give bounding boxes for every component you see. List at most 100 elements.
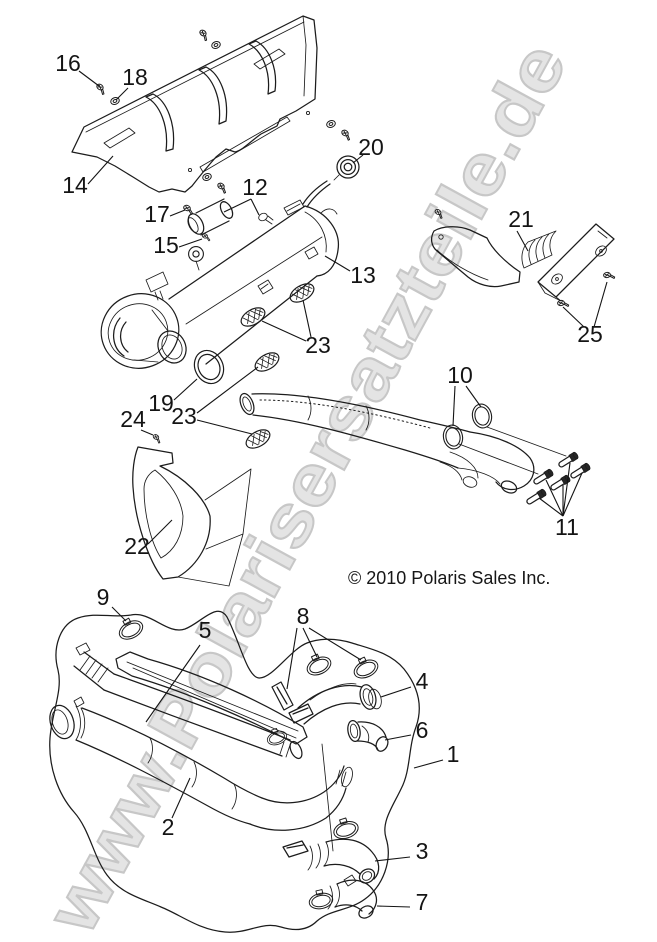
callout-number-14: 14 xyxy=(62,172,88,198)
callout-number-6: 6 xyxy=(416,717,429,743)
outlet-seal-19-icon xyxy=(188,345,230,389)
callout-number-3: 3 xyxy=(416,838,429,864)
callout-leader-17 xyxy=(169,209,186,217)
pipe-clamp-icon xyxy=(306,887,335,912)
callout-number-13: 13 xyxy=(350,262,376,288)
callout-leader-18 xyxy=(115,87,129,101)
callout-leader-20 xyxy=(352,154,364,164)
screw-17-icon xyxy=(181,203,196,216)
callout-leader-9 xyxy=(111,606,127,622)
callout-leader-8 xyxy=(302,627,318,658)
shield-screw-icon xyxy=(215,181,230,195)
callout-leader-25 xyxy=(562,306,585,328)
callout-leader-14 xyxy=(87,155,114,185)
callout-leader-11 xyxy=(562,472,583,517)
callout-number-17: 17 xyxy=(144,201,170,227)
arrestor-cap xyxy=(258,212,268,222)
exhaust-assembly-outline xyxy=(49,610,420,933)
screw-25-icon xyxy=(556,298,570,309)
callout-leader-11 xyxy=(562,462,571,517)
callout-leader-11 xyxy=(538,497,564,517)
screw-25-icon xyxy=(602,270,616,281)
callout-leader-5 xyxy=(145,644,201,723)
flange-bolt-11-icon xyxy=(524,487,548,507)
callout-number-20: 20 xyxy=(358,134,384,160)
oring-10-icon xyxy=(440,422,466,452)
heat-shield-slot xyxy=(103,127,136,149)
clamp-8-icon xyxy=(349,652,382,683)
callout-leader-16 xyxy=(78,70,100,87)
muffler-part xyxy=(100,180,340,369)
callout-leader-23 xyxy=(261,320,307,342)
muffler-top-mount xyxy=(283,199,305,216)
callout-leader-1 xyxy=(413,759,444,769)
muffler-outlet xyxy=(157,330,187,364)
callout-number-5: 5 xyxy=(199,617,212,643)
bolt-15-icon xyxy=(201,232,212,242)
side-shield-part xyxy=(132,446,252,587)
bracket-corrugation xyxy=(521,230,557,269)
assembly-guide-line xyxy=(321,743,334,852)
callout-leader-10 xyxy=(465,385,482,408)
callout-leader-23 xyxy=(302,299,312,338)
callout-number-4: 4 xyxy=(416,668,429,694)
callout-leader-11 xyxy=(545,479,564,517)
muffler-front-hanger xyxy=(145,271,169,301)
clamp-8-icon xyxy=(302,649,335,680)
callout-number-23: 23 xyxy=(305,332,331,358)
elbow-pipe-4 xyxy=(288,683,382,725)
pipe-clamp-icon xyxy=(330,814,361,842)
callout-leader-8 xyxy=(308,627,362,661)
shield-screw-icon xyxy=(196,28,211,42)
callout-number-22: 22 xyxy=(124,533,150,559)
elbow-pipe-3 xyxy=(282,814,380,884)
callout-leader-10 xyxy=(452,385,456,427)
callout-leader-4 xyxy=(380,686,412,698)
callout-number-24: 24 xyxy=(120,406,146,432)
callout-leader-22 xyxy=(147,519,173,545)
flange-bolt-11-icon xyxy=(531,467,555,487)
callout-number-25: 25 xyxy=(577,321,603,347)
callout-leader-25 xyxy=(593,281,608,328)
callout-number-2: 2 xyxy=(162,814,175,840)
assembly-guide-line xyxy=(458,426,567,475)
callout-leader-8 xyxy=(286,627,298,690)
heat-shield-vent xyxy=(199,116,291,173)
callout-leader-6 xyxy=(384,734,412,741)
muffler-clip xyxy=(257,279,274,295)
callout-leader-23 xyxy=(196,419,253,435)
clamp-9-icon xyxy=(114,613,147,644)
callout-leader-13 xyxy=(324,255,351,272)
callout-leader-15 xyxy=(178,238,203,248)
shield-washer-icon xyxy=(210,39,222,51)
crossover-pipe-part xyxy=(239,392,592,507)
copyright-text: © 2010 Polaris Sales Inc. xyxy=(348,568,550,588)
callout-leader-19 xyxy=(173,378,198,401)
elbow-pipe-7 xyxy=(306,874,378,919)
callout-number-9: 9 xyxy=(97,584,110,610)
gasket-icon xyxy=(286,279,318,307)
elbow-pipe-6 xyxy=(347,719,389,752)
callout-number-21: 21 xyxy=(508,206,534,232)
callout-leader-12 xyxy=(250,198,260,216)
mount-grommet-icon xyxy=(188,246,204,262)
callout-number-18: 18 xyxy=(122,64,148,90)
callout-leader-2 xyxy=(171,777,191,819)
rubber-bushing-20 xyxy=(333,155,360,181)
hanger-rod xyxy=(302,180,331,208)
shield-washer-icon xyxy=(201,171,213,183)
callout-leader-24 xyxy=(140,429,154,436)
heat-shield-strap xyxy=(145,40,277,152)
gasket-icon xyxy=(251,348,283,376)
callout-number-23: 23 xyxy=(171,403,197,429)
spark-arrestor-part xyxy=(181,198,274,271)
flex-joint-ribs xyxy=(79,655,109,683)
headpipe-shield xyxy=(115,651,308,745)
callout-leader-7 xyxy=(376,905,411,908)
callout-number-10: 10 xyxy=(447,362,473,388)
clamp-band-strip xyxy=(271,681,294,711)
gasket-icon xyxy=(242,425,274,453)
screw-24-icon xyxy=(151,433,163,444)
callout-layer: 1618141712152013212523192324221011958461… xyxy=(55,50,608,915)
